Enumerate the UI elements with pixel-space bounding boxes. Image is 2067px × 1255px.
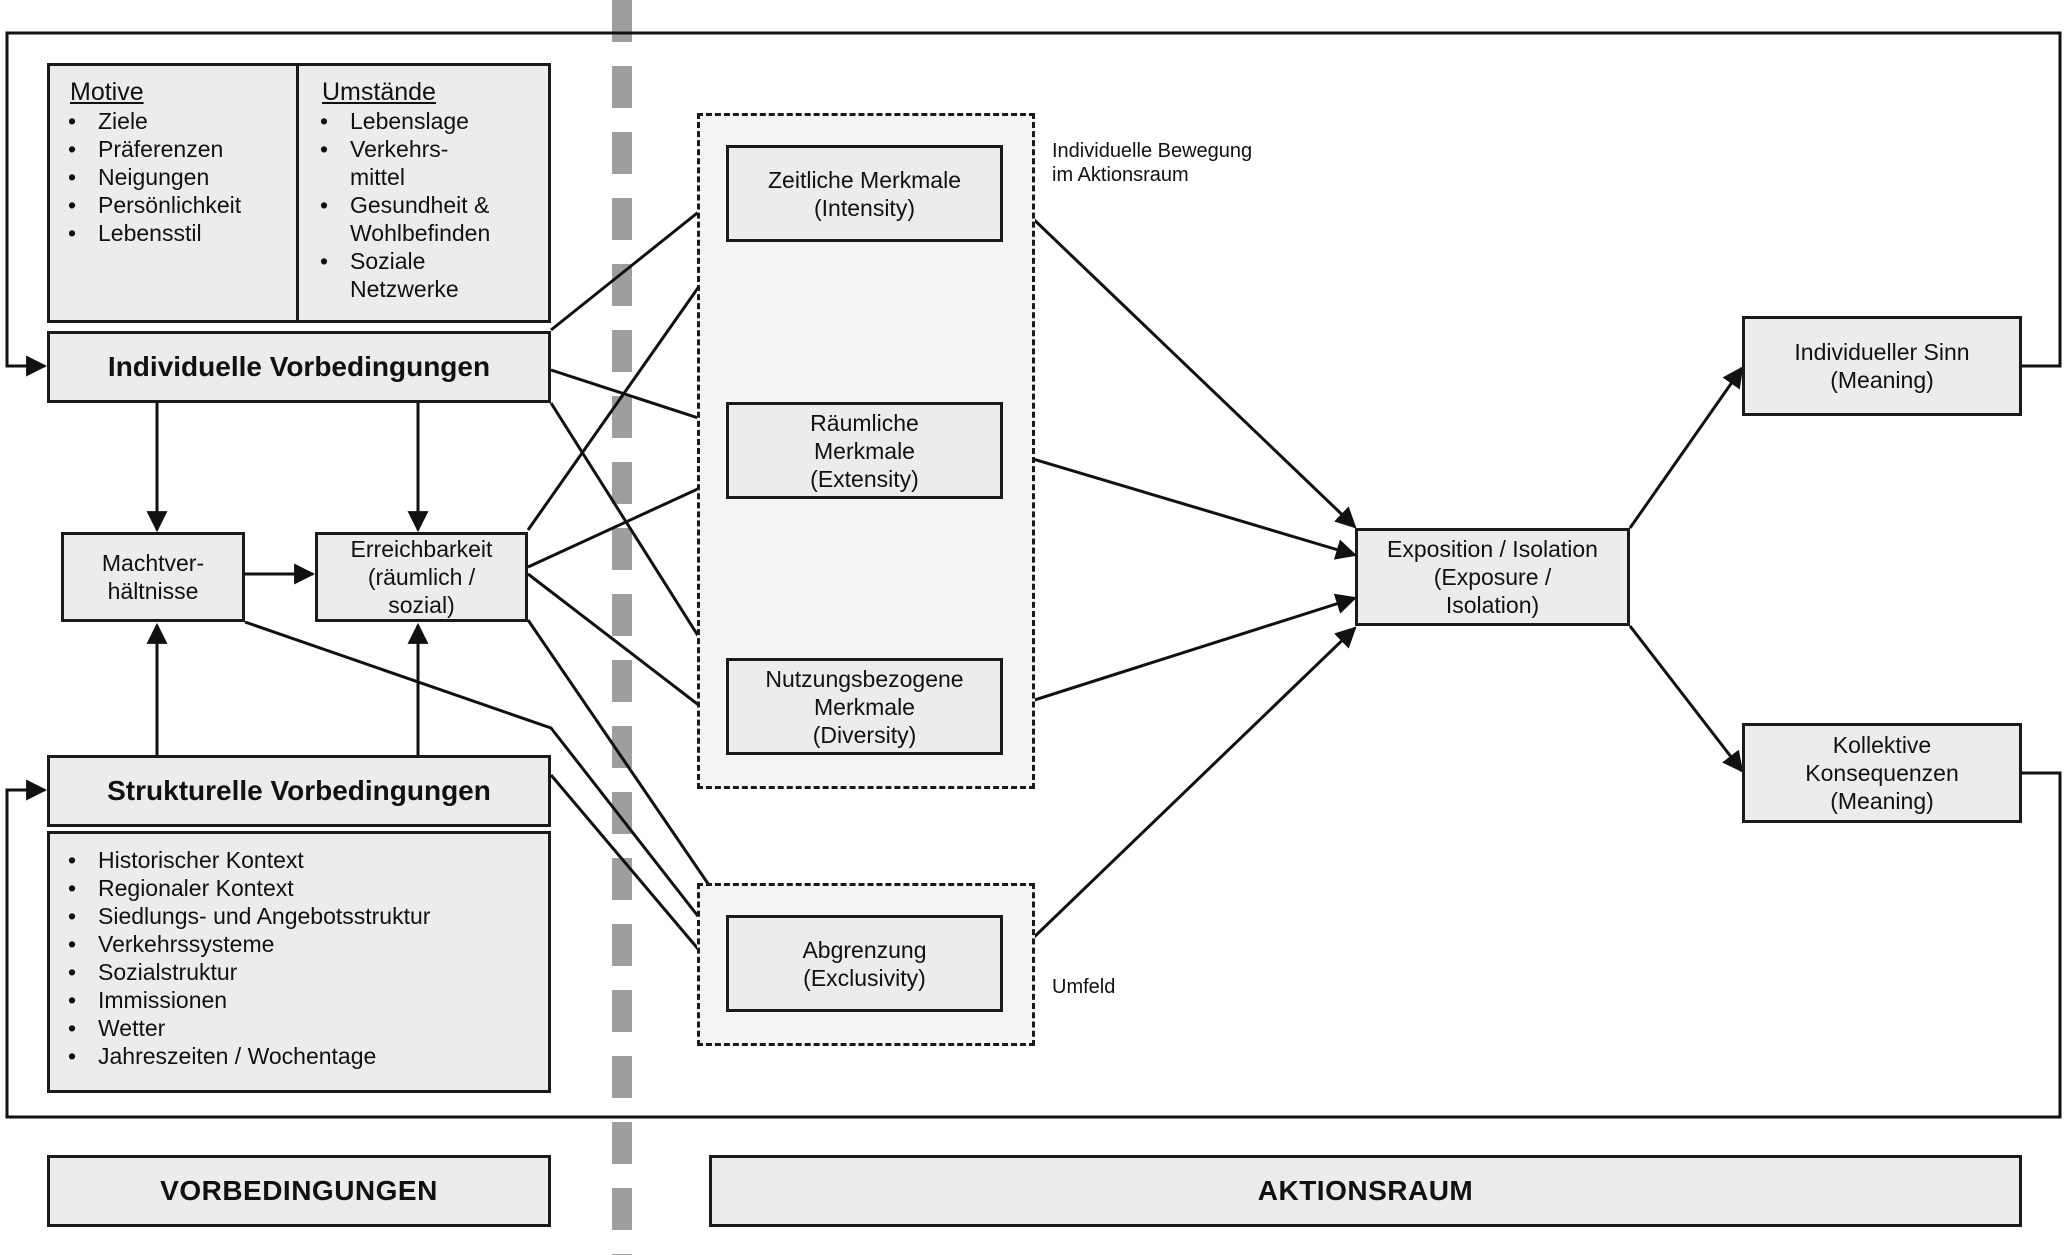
list-item: Historischer Kontext — [50, 846, 548, 874]
arrow-er-zeitliche — [526, 246, 728, 531]
kollektive-line: Konsequenzen — [1805, 760, 1959, 786]
list-item: Soziale Netzwerke — [302, 247, 548, 303]
umstaende-list: Lebenslage Verkehrs- mittel Gesundheit &… — [302, 107, 548, 303]
list-item: Gesundheit & Wohlbefinden — [302, 191, 548, 247]
machtverhaeltnisse-line: hältnisse — [107, 578, 199, 604]
arrow-er-raeumliche — [527, 474, 728, 569]
strukturelle-vorbedingungen-label: Strukturelle Vorbedingungen — [107, 775, 491, 806]
arrow-er-nutzungsbezogene — [527, 572, 728, 728]
raeumliche-line: Merkmale — [814, 437, 915, 464]
arrow-nutzungsbezogene-exposition — [1002, 593, 1358, 712]
list-item: Ziele — [50, 107, 296, 135]
section-label-aktionsraum: AKTIONSRAUM — [709, 1155, 2022, 1227]
exposition-line: Exposition / Isolation — [1387, 536, 1598, 562]
box-abgrenzung: Abgrenzung (Exclusivity) — [726, 915, 1003, 1012]
zeitliche-line: (Intensity) — [814, 194, 915, 221]
section-label-vorbedingungen: VORBEDINGUNGEN — [47, 1155, 551, 1227]
raeumliche-line: (Extensity) — [810, 465, 919, 492]
list-item: Verkehrs- mittel — [302, 135, 548, 191]
list-item: Lebensstil — [50, 219, 296, 247]
strukturelle-list: Historischer Kontext Regionaler Kontext … — [50, 846, 548, 1070]
box-machtverhaeltnisse: Machtver- hältnisse — [61, 532, 245, 622]
individueller-sinn-line: (Meaning) — [1830, 367, 1934, 393]
arrow-zeitliche-exposition — [1001, 188, 1357, 529]
box-motive-umstaende: Motive Ziele Präferenzen Neigungen Persö… — [47, 63, 551, 323]
list-item: Jahreszeiten / Wochentage — [50, 1042, 548, 1070]
raeumliche-line: Räumliche — [810, 409, 919, 436]
arrow-sv-abgrenzung — [549, 774, 728, 984]
arrow-exposition-kollektive — [1628, 625, 1744, 773]
exposition-line: Isolation) — [1445, 592, 1540, 618]
machtverhaeltnisse-line: Machtver- — [101, 550, 205, 576]
arrow-iv-raeumliche — [550, 368, 728, 432]
box-strukturelle-vorbedingungen: Strukturelle Vorbedingungen — [47, 755, 551, 827]
exposition-line: (Exposure / — [1433, 564, 1552, 590]
note-individuelle-bewegung: Individuelle Bewegung im Aktionsraum — [1052, 140, 1253, 186]
arrow-abgrenzung-exposition — [1001, 626, 1357, 969]
list-item: Siedlungs- und Angebotsstruktur — [50, 902, 548, 930]
list-item: Sozialstruktur — [50, 958, 548, 986]
umstaende-heading: Umstände — [322, 78, 436, 106]
list-item: Verkehrssysteme — [50, 930, 548, 958]
kollektive-line: (Meaning) — [1830, 788, 1934, 814]
box-exposition-isolation: Exposition / Isolation (Exposure / Isola… — [1355, 528, 1630, 626]
list-item: Persönlichkeit — [50, 191, 296, 219]
list-item: Regionaler Kontext — [50, 874, 548, 902]
zeitliche-line: Zeitliche Merkmale — [768, 166, 961, 193]
feedback-line-top — [5, 31, 2062, 377]
erreichbarkeit-line: sozial) — [388, 592, 455, 618]
individuelle-vorbedingungen-label: Individuelle Vorbedingungen — [107, 351, 491, 382]
motive-list: Ziele Präferenzen Neigungen Persönlichke… — [50, 107, 296, 247]
box-raeumliche-merkmale: Räumliche Merkmale (Extensity) — [726, 402, 1003, 499]
erreichbarkeit-line: (räumlich / — [367, 564, 476, 590]
abgrenzung-line: (Exclusivity) — [803, 964, 926, 991]
arrow-exposition-sinn — [1628, 366, 1744, 529]
box-nutzungsbezogene-merkmale: Nutzungsbezogene Merkmale (Diversity) — [726, 658, 1003, 755]
arrow-iv-nutzungsbezogene — [549, 402, 728, 682]
box-kollektive-konsequenzen: Kollektive Konsequenzen (Meaning) — [1742, 723, 2022, 823]
arrow-iv-zeitliche — [550, 188, 728, 332]
box-zeitliche-merkmale: Zeitliche Merkmale (Intensity) — [726, 145, 1003, 242]
nutzungsbezogene-line: Nutzungsbezogene — [765, 665, 964, 692]
box-erreichbarkeit: Erreichbarkeit (räumlich / sozial) — [315, 532, 528, 622]
list-item: Neigungen — [50, 163, 296, 191]
arrow-macht-abgrenzung — [244, 620, 728, 954]
feedback-line-bottom — [5, 771, 2062, 1119]
list-item: Immissionen — [50, 986, 548, 1014]
list-item: Wetter — [50, 1014, 548, 1042]
kollektive-line: Kollektive — [1832, 732, 1932, 758]
vorbedingungen-label: VORBEDINGUNGEN — [160, 1175, 438, 1206]
nutzungsbezogene-line: Merkmale — [814, 693, 915, 720]
aktionsraum-label: AKTIONSRAUM — [1257, 1175, 1474, 1206]
list-item: Präferenzen — [50, 135, 296, 163]
note-umfeld: Umfeld — [1052, 976, 1116, 998]
list-item: Lebenslage — [302, 107, 548, 135]
abgrenzung-line: Abgrenzung — [802, 936, 927, 963]
box-strukturelle-liste: Historischer Kontext Regionaler Kontext … — [47, 831, 551, 1093]
erreichbarkeit-line: Erreichbarkeit — [350, 536, 493, 562]
col-motive: Motive Ziele Präferenzen Neigungen Persö… — [50, 66, 299, 320]
motive-heading: Motive — [70, 78, 144, 106]
arrow-er-abgrenzung — [526, 619, 728, 912]
nutzungsbezogene-line: (Diversity) — [812, 721, 917, 748]
individueller-sinn-line: Individueller Sinn — [1794, 339, 1970, 365]
arrow-raeumliche-exposition — [1002, 448, 1358, 560]
box-individueller-sinn: Individueller Sinn (Meaning) — [1742, 316, 2022, 416]
col-umstaende: Umstände Lebenslage Verkehrs- mittel Ges… — [302, 66, 548, 320]
box-individuelle-vorbedingungen: Individuelle Vorbedingungen — [47, 331, 551, 403]
